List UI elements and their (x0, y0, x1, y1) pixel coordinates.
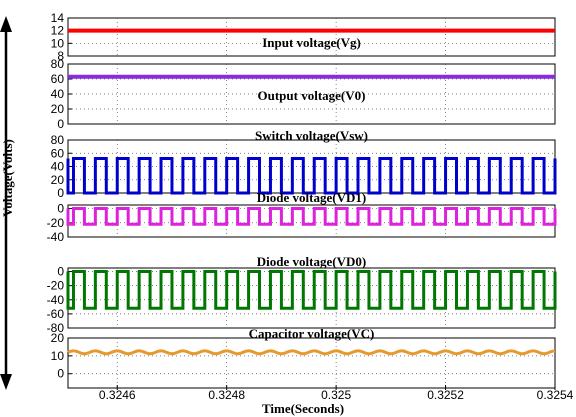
panel-frame (67, 139, 556, 194)
panel: -80-60-40-200 Diode voltage(VD0) (47, 254, 557, 335)
y-tick-label: -80 (47, 321, 65, 335)
x-axis: 0.3246 0.3248 0.325 0.3252 0.3254 (99, 385, 574, 402)
y-tick-label: 40 (51, 87, 65, 101)
y-tick-label: 20 (51, 102, 65, 116)
panel-title: Switch voltage(Vsw) (255, 128, 368, 143)
panel-title: Input voltage(Vg) (262, 35, 361, 50)
y-tick-label: 10 (51, 349, 65, 363)
y-axis-arrow (0, 16, 12, 390)
y-tick-label: 40 (51, 160, 65, 174)
y-tick-label: -40 (47, 230, 65, 244)
y-tick-label: 0 (57, 186, 64, 200)
y-tick-label: 0 (57, 202, 64, 216)
panel-frame (67, 63, 556, 125)
y-tick-label: 14 (51, 11, 65, 25)
series-line (66, 207, 557, 226)
panel-frame (67, 267, 556, 329)
y-tick-label: 20 (51, 173, 65, 187)
series-line (67, 349, 556, 356)
y-tick-label: 80 (51, 133, 65, 147)
panel-frame (67, 17, 556, 57)
arrow-head-down (0, 374, 12, 390)
y-tick-label: -20 (47, 216, 65, 230)
y-tick-label: 60 (51, 146, 65, 160)
panel-title: Capacitor voltage(VC) (249, 326, 375, 341)
y-tick-label: 60 (51, 72, 65, 86)
y-tick-label: -60 (47, 307, 65, 321)
x-tick-label: 0.3252 (427, 388, 464, 402)
y-tick-label: 0 (57, 117, 64, 131)
series-line (66, 157, 557, 195)
series-line (66, 270, 557, 310)
y-tick-label: 0 (57, 367, 64, 381)
panel-title: Diode voltage(VD1) (257, 190, 366, 205)
x-tick-label: 0.325 (321, 388, 351, 402)
y-tick-label: -20 (47, 279, 65, 293)
x-tick-label: 0.3254 (537, 388, 574, 402)
y-tick-label: 8 (57, 49, 64, 63)
y-tick-label: 80 (51, 57, 65, 71)
panel-title: Diode voltage(VD0) (257, 254, 366, 269)
y-tick-label: 12 (51, 24, 65, 38)
x-tick-label: 0.3248 (208, 388, 245, 402)
y-tick-label: 10 (51, 36, 65, 50)
panel-frame (67, 337, 556, 389)
panel-title: Output voltage(V0) (258, 88, 366, 103)
y-axis-label: Voltage(Volts) (0, 139, 15, 217)
panel: -40-200 Diode voltage(VD1) (47, 190, 557, 244)
x-tick-label: 0.3246 (99, 388, 136, 402)
y-tick-label: -40 (47, 293, 65, 307)
y-tick-label: 20 (51, 331, 65, 345)
y-tick-label: 0 (57, 265, 64, 279)
arrow-head-up (0, 16, 12, 32)
panel: 0 10 20 Capacitor voltage(VC) (51, 326, 556, 389)
x-axis-label: Time(Seconds) (262, 401, 344, 416)
